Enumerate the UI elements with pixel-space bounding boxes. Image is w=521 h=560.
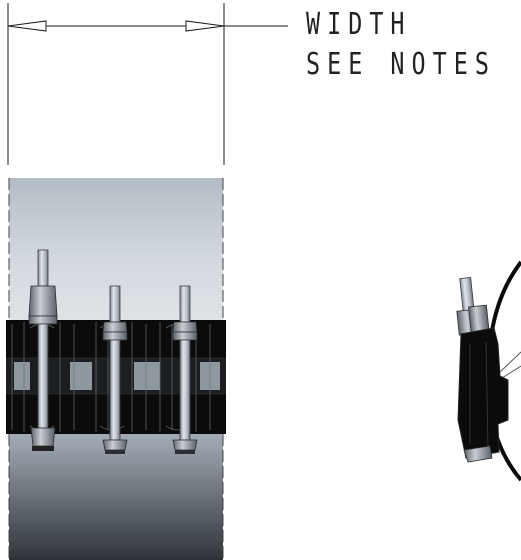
see-notes-label: SEE NOTES bbox=[306, 47, 496, 82]
width-label: WIDTH bbox=[306, 7, 412, 42]
bolt-assembly-1 bbox=[28, 249, 58, 451]
front-view bbox=[6, 178, 226, 560]
arrowhead-right bbox=[185, 20, 225, 32]
side-clamp-body bbox=[457, 327, 509, 459]
side-view bbox=[456, 260, 521, 482]
width-dimension bbox=[7, 3, 288, 165]
arrowhead-left bbox=[7, 20, 47, 32]
side-bolt-nut-bottom bbox=[463, 445, 493, 463]
